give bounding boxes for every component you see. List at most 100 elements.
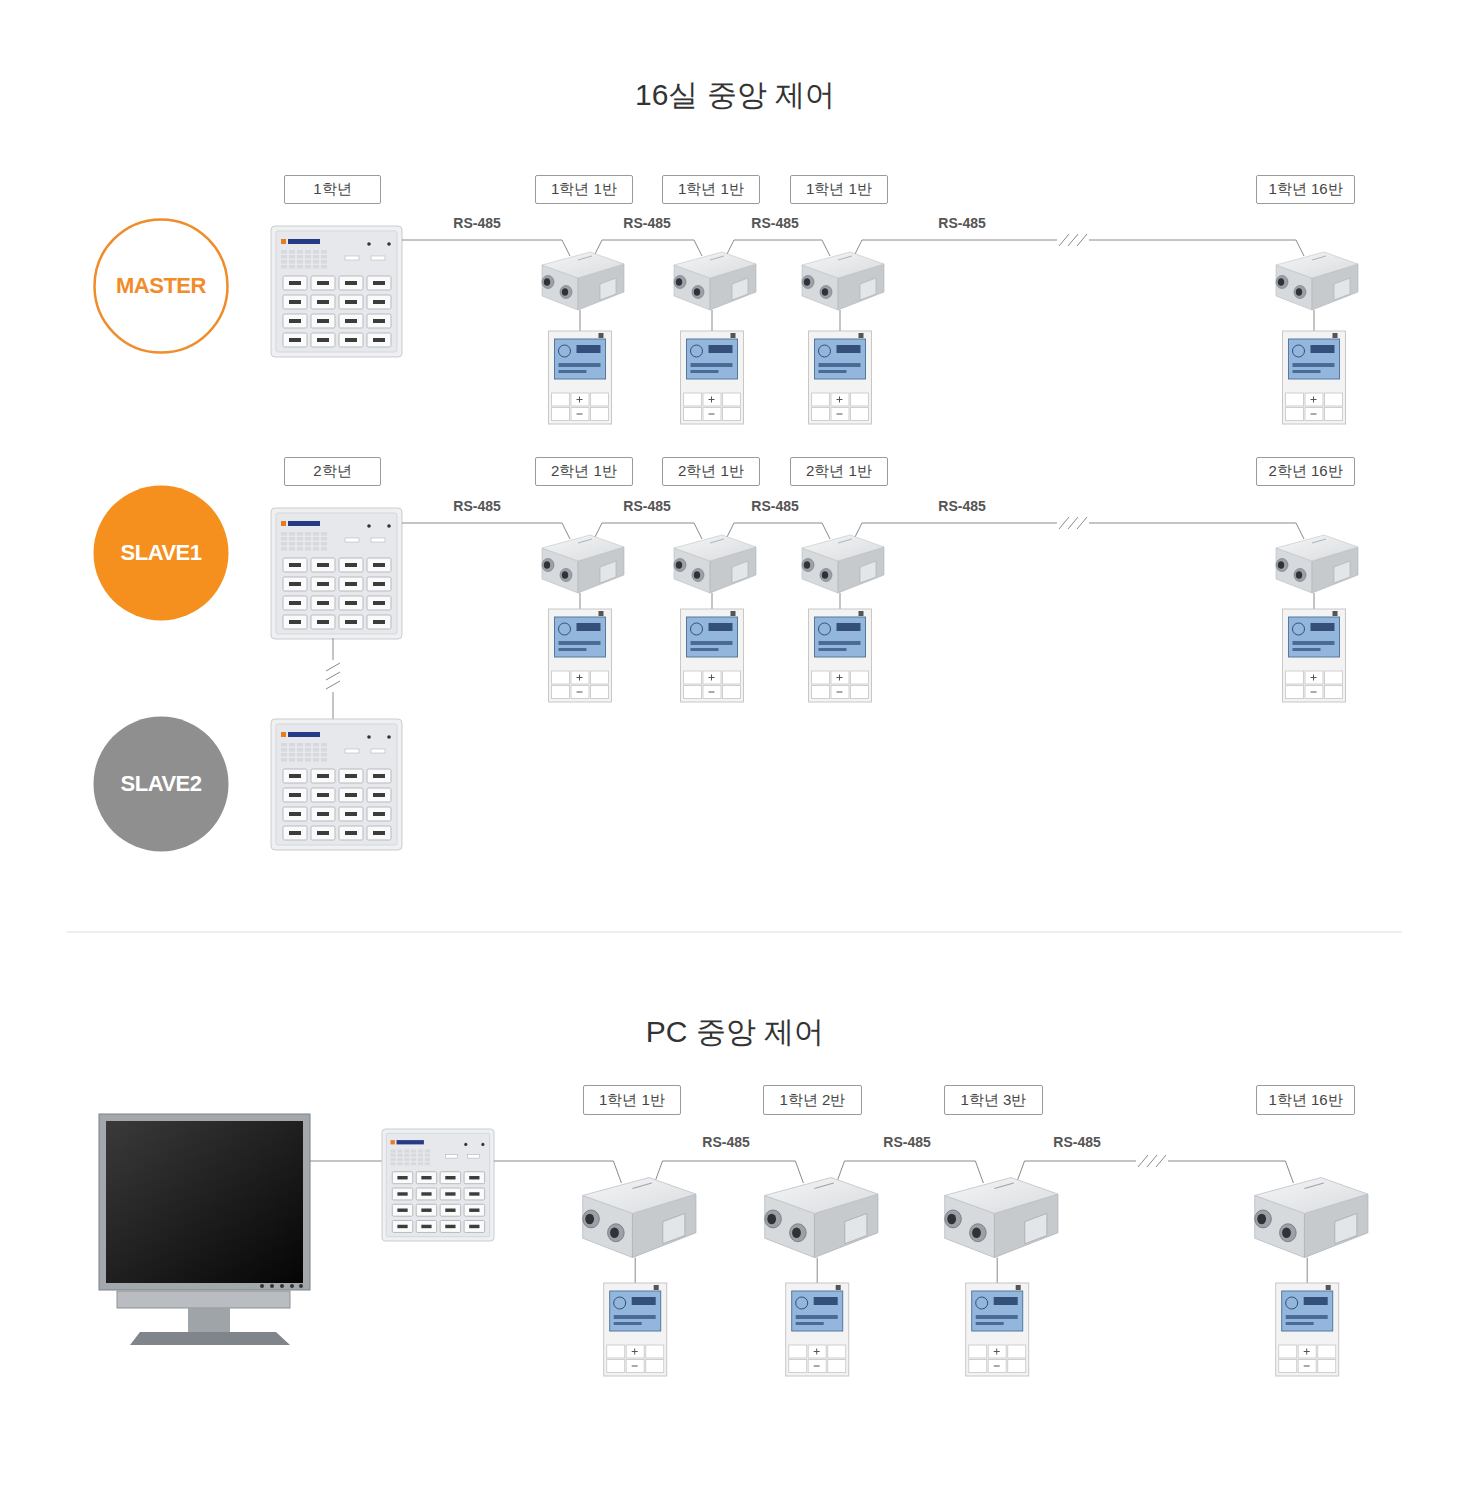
monitor-button	[299, 1284, 303, 1288]
grille-cell	[404, 1158, 409, 1161]
remote-screen	[555, 617, 606, 657]
screen-bar	[819, 363, 861, 367]
logo-bar	[288, 521, 320, 526]
screen-dial	[1293, 623, 1305, 635]
duct-collar	[692, 286, 704, 299]
role-circle: MASTER	[93, 218, 229, 354]
grille-cell	[297, 250, 303, 254]
unit-side-box	[732, 561, 748, 583]
screen-bar	[691, 370, 719, 373]
label-box: 2학년 1반	[662, 457, 760, 486]
grille-cell	[281, 250, 287, 254]
room-button	[339, 826, 363, 840]
button-slot	[289, 319, 301, 323]
remote-key	[723, 393, 741, 406]
logo-bar	[397, 1140, 424, 1144]
remote-body	[1276, 1283, 1339, 1376]
indicator-dot	[387, 242, 391, 246]
unit-side-box	[860, 561, 876, 583]
duct-opening	[1257, 1214, 1266, 1224]
duct-collar	[560, 286, 572, 299]
unit-seam	[710, 539, 724, 543]
screen-bar	[691, 641, 733, 645]
ventilation-unit	[1276, 535, 1358, 593]
key-symbol	[577, 675, 583, 693]
label-box: 1학년 2반	[763, 1085, 862, 1115]
duct-opening	[792, 1227, 801, 1237]
remote-badge	[599, 611, 604, 616]
remote-body	[1283, 609, 1346, 702]
screen-dial	[614, 1297, 626, 1309]
screen-dial	[1293, 345, 1305, 357]
break-slash	[1077, 517, 1087, 529]
remote-badge	[1016, 1285, 1021, 1290]
remote-screen	[815, 339, 866, 379]
room-controller	[604, 1283, 667, 1376]
button-slot	[289, 774, 301, 778]
duct-opening	[1296, 288, 1302, 296]
unit-top-face	[1255, 1178, 1368, 1214]
grille-cell	[425, 1162, 430, 1165]
remote-key	[684, 408, 702, 421]
grille-cell	[425, 1158, 430, 1161]
label-box: 2학년 16반	[1256, 457, 1355, 486]
grille-cell	[297, 532, 303, 536]
remote-key	[1286, 408, 1304, 421]
indicator-lamp	[371, 256, 385, 260]
grille-cell	[281, 537, 287, 541]
central-controller	[271, 719, 402, 850]
remote-key	[1279, 1360, 1297, 1373]
screen-bar	[691, 363, 733, 367]
role-name: SLAVE2	[121, 771, 202, 797]
controller-body	[271, 226, 402, 357]
bus-label: RS-485	[700, 1134, 751, 1150]
room-label: 2학년 1반	[678, 462, 744, 481]
screen-bar	[976, 1322, 1004, 1325]
unit-side-box	[860, 278, 876, 300]
screen-bar	[691, 648, 719, 651]
grille-cell	[404, 1162, 409, 1165]
button-slot	[317, 281, 329, 285]
grille-cell	[281, 753, 287, 757]
room-label: 1학년 16반	[1268, 180, 1342, 199]
duct-collar	[802, 559, 814, 572]
remote-key	[828, 1345, 846, 1358]
break-slash	[326, 663, 340, 671]
screen-bar	[976, 1315, 1018, 1319]
grille-cell	[313, 542, 319, 546]
button-slot	[345, 300, 357, 304]
remote-screen	[610, 1291, 661, 1331]
remote-key	[1008, 1345, 1026, 1358]
central-controller	[271, 226, 402, 357]
room-label: 2학년 16반	[1268, 462, 1342, 481]
grille-cell	[289, 532, 295, 536]
button-slot	[317, 831, 329, 835]
room-button	[367, 558, 391, 572]
remote-key	[1325, 393, 1343, 406]
grille-cell	[297, 743, 303, 747]
duct-opening	[694, 571, 700, 579]
grille-cell	[289, 748, 295, 752]
screen-bar	[1293, 363, 1335, 367]
duct-opening	[1278, 561, 1284, 569]
duct-opening	[562, 571, 568, 579]
unit-side-box	[600, 278, 616, 300]
remote-cable	[997, 1258, 998, 1283]
break-slash	[326, 681, 340, 689]
room-button	[416, 1172, 437, 1184]
room-controller	[1283, 331, 1346, 424]
break-slash	[1068, 234, 1078, 246]
button-slot	[373, 300, 385, 304]
grille-cell	[313, 748, 319, 752]
room-controller	[786, 1283, 849, 1376]
logo-mark	[281, 239, 286, 244]
unit-side-box	[1335, 1213, 1357, 1243]
screen-dial	[691, 345, 703, 357]
room-button	[367, 807, 391, 821]
break-slash	[1156, 1155, 1166, 1167]
grille-cell	[305, 265, 311, 269]
break-slash	[1147, 1155, 1157, 1167]
bus-label: RS-485	[451, 215, 502, 231]
indicator-dot	[464, 1143, 467, 1146]
remote-body	[681, 331, 744, 424]
